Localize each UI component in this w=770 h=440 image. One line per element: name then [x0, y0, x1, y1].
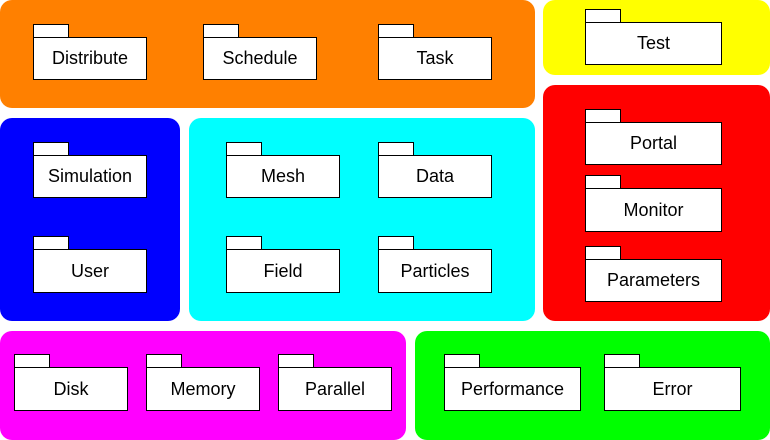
package-label: Particles — [378, 249, 492, 293]
package-tab — [33, 236, 69, 250]
package-parallel[interactable]: Parallel — [278, 354, 392, 411]
package-label: Disk — [14, 367, 128, 411]
package-user[interactable]: User — [33, 236, 147, 293]
package-performance[interactable]: Performance — [444, 354, 581, 411]
package-schedule[interactable]: Schedule — [203, 24, 317, 80]
package-simulation[interactable]: Simulation — [33, 142, 147, 198]
package-data[interactable]: Data — [378, 142, 492, 198]
package-tab — [378, 24, 414, 38]
package-tab — [585, 109, 621, 123]
package-tab — [226, 142, 262, 156]
package-label: Performance — [444, 367, 581, 411]
package-label: Monitor — [585, 188, 722, 232]
package-tab — [585, 246, 621, 260]
package-tab — [203, 24, 239, 38]
package-label: Error — [604, 367, 741, 411]
package-tab — [33, 24, 69, 38]
package-tab — [444, 354, 480, 368]
package-memory[interactable]: Memory — [146, 354, 260, 411]
package-label: Simulation — [33, 155, 147, 198]
package-tab — [604, 354, 640, 368]
package-field[interactable]: Field — [226, 236, 340, 293]
package-distribute[interactable]: Distribute — [33, 24, 147, 80]
package-label: Distribute — [33, 37, 147, 80]
package-tab — [585, 9, 621, 23]
package-portal[interactable]: Portal — [585, 109, 722, 165]
package-tab — [146, 354, 182, 368]
package-label: Field — [226, 249, 340, 293]
package-tab — [378, 142, 414, 156]
package-tab — [226, 236, 262, 250]
package-parameters[interactable]: Parameters — [585, 246, 722, 302]
package-tab — [33, 142, 69, 156]
package-mesh[interactable]: Mesh — [226, 142, 340, 198]
package-test[interactable]: Test — [585, 9, 722, 65]
package-label: Parallel — [278, 367, 392, 411]
package-particles[interactable]: Particles — [378, 236, 492, 293]
package-task[interactable]: Task — [378, 24, 492, 80]
package-label: Test — [585, 22, 722, 65]
package-tab — [14, 354, 50, 368]
package-disk[interactable]: Disk — [14, 354, 128, 411]
package-tab — [278, 354, 314, 368]
package-label: Task — [378, 37, 492, 80]
package-tab — [585, 175, 621, 189]
package-label: Mesh — [226, 155, 340, 198]
package-label: Schedule — [203, 37, 317, 80]
package-label: Portal — [585, 122, 722, 165]
package-label: User — [33, 249, 147, 293]
package-tab — [378, 236, 414, 250]
package-label: Data — [378, 155, 492, 198]
package-error[interactable]: Error — [604, 354, 741, 411]
package-monitor[interactable]: Monitor — [585, 175, 722, 232]
package-label: Parameters — [585, 259, 722, 302]
package-label: Memory — [146, 367, 260, 411]
